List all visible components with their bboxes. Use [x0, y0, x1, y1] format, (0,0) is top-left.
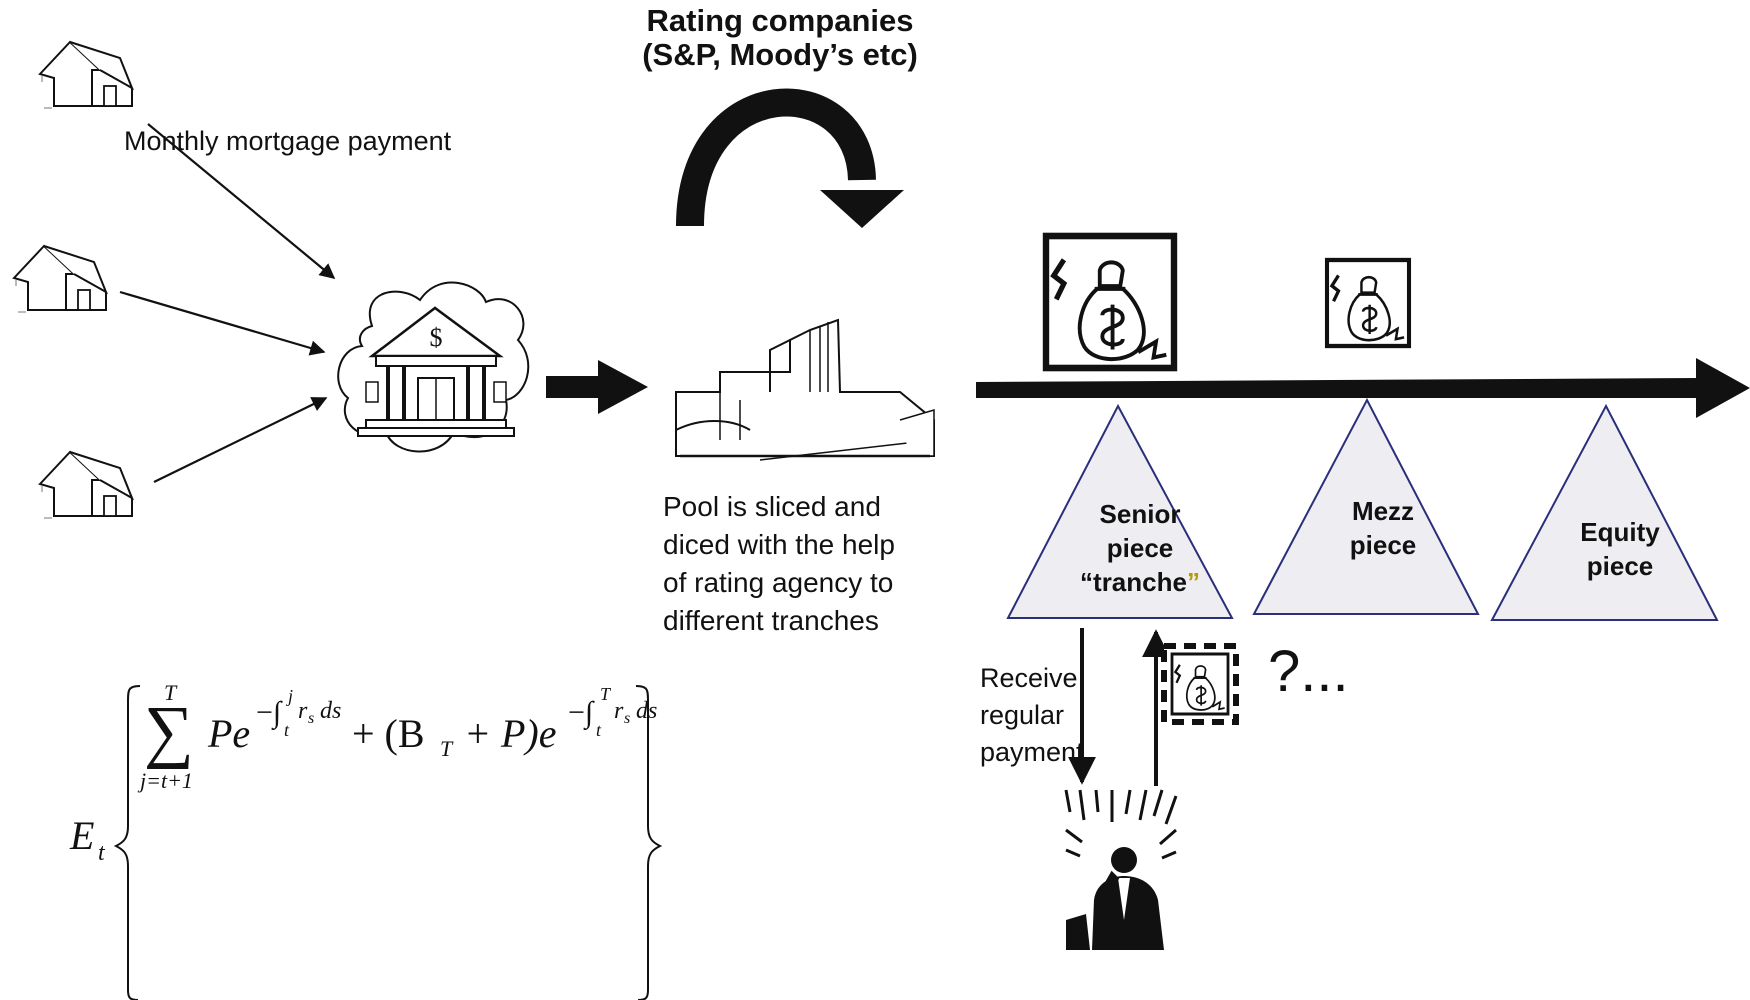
pool-description: Pool is sliced and diced with the help o… — [663, 488, 895, 640]
mezz-line-1: Mezz — [1351, 496, 1415, 526]
mezz-line-2: piece — [1349, 530, 1417, 560]
tranche-mezz-label: Mezz piece — [1318, 494, 1448, 562]
arrow-bank-to-pool — [546, 360, 648, 414]
formula-expectation: E — [70, 813, 95, 858]
equity-line-2: piece — [1586, 551, 1654, 581]
title-line-1: Rating companies — [646, 3, 914, 38]
formula-exp1-body-sub: s — [308, 710, 315, 727]
arrow-house3-to-bank — [153, 397, 328, 483]
tranche-mezz-triangle — [1252, 397, 1480, 615]
formula-bt-sub: T — [440, 736, 453, 761]
formula-exp1-upper: j — [288, 686, 294, 706]
title-line-2: (S&P, Moody’s etc) — [642, 37, 918, 72]
formula-exp1-body: r — [298, 698, 308, 724]
bank-icon: $ — [337, 281, 530, 453]
senior-closing-quote: ” — [1186, 567, 1200, 597]
svg-text:$: $ — [430, 323, 443, 352]
rating-curved-arrow — [676, 88, 904, 228]
formula-exp2-ds: ds — [636, 698, 658, 724]
formula-exp2-upper: T — [600, 684, 611, 704]
question-mark-label: ?... — [1268, 639, 1349, 704]
senior-line-2: piece — [1106, 533, 1174, 563]
formula-exp2-body: r — [614, 698, 624, 724]
senior-line-3: “tranche” — [1060, 565, 1220, 599]
formula-sum-lower: j=t+1 — [140, 768, 193, 793]
pool-building-icon — [675, 318, 935, 461]
formula-term1: Pe — [208, 711, 251, 756]
arrow-house2-to-bank — [119, 290, 326, 356]
receive-line-1: Receive — [980, 663, 1078, 693]
pool-line-3: of rating agency to — [663, 567, 894, 598]
formula-exp2-integral: −∫ — [568, 696, 594, 729]
pool-line-4: different tranches — [663, 605, 879, 636]
formula-plus-bt: + (B — [352, 711, 425, 756]
tranche-senior-label: Senior piece “tranche” — [1060, 497, 1220, 599]
formula-braces — [113, 685, 663, 1000]
house-icon-3 — [39, 451, 133, 519]
money-bag-icon-small — [1327, 260, 1409, 346]
monthly-mortgage-label: Monthly mortgage payment — [124, 126, 452, 156]
rating-companies-title: Rating companies (S&P, Moody’s etc) — [600, 4, 960, 72]
formula-sum-upper: T — [164, 680, 177, 705]
tranche-equity-label: Equity piece — [1535, 515, 1705, 583]
formula-sum-sign: ∑ — [144, 693, 194, 770]
valuation-formula: E t T ∑ j=t+1 Pe −∫ j t r s ds + (B T + … — [60, 670, 670, 1000]
timeline-arrow — [976, 358, 1750, 418]
formula-expectation-sub: t — [98, 840, 105, 866]
tranche-senior-triangle — [1006, 403, 1234, 619]
formula-exp1-lower: t — [284, 720, 290, 740]
formula-plus-p: + P)e — [464, 711, 557, 756]
receive-payment-label: Receive regular payment — [980, 660, 1084, 771]
arrow-house1-to-bank — [147, 123, 336, 279]
house-icon-1 — [39, 41, 133, 109]
equity-line-1: Equity — [1580, 517, 1660, 547]
investor-photo — [1064, 788, 1178, 950]
senior-line-1: Senior — [1099, 499, 1181, 529]
house-icon-2 — [13, 245, 107, 313]
formula-exp1-integral: −∫ — [256, 696, 282, 729]
receive-line-3: payment — [980, 737, 1084, 767]
formula-exp2-body-sub: s — [624, 710, 631, 727]
pool-line-2: diced with the help — [663, 529, 895, 560]
receive-line-2: regular — [980, 700, 1065, 730]
tranche-equity-triangle — [1490, 403, 1719, 621]
formula-exp1-ds: ds — [320, 698, 342, 724]
senior-tranche-word: “tranche — [1080, 567, 1187, 597]
money-bag-icon-dashed — [1161, 643, 1239, 725]
money-bag-icon-large — [1046, 236, 1174, 368]
pool-line-1: Pool is sliced and — [663, 491, 881, 522]
formula-exp2-lower: t — [596, 720, 602, 740]
